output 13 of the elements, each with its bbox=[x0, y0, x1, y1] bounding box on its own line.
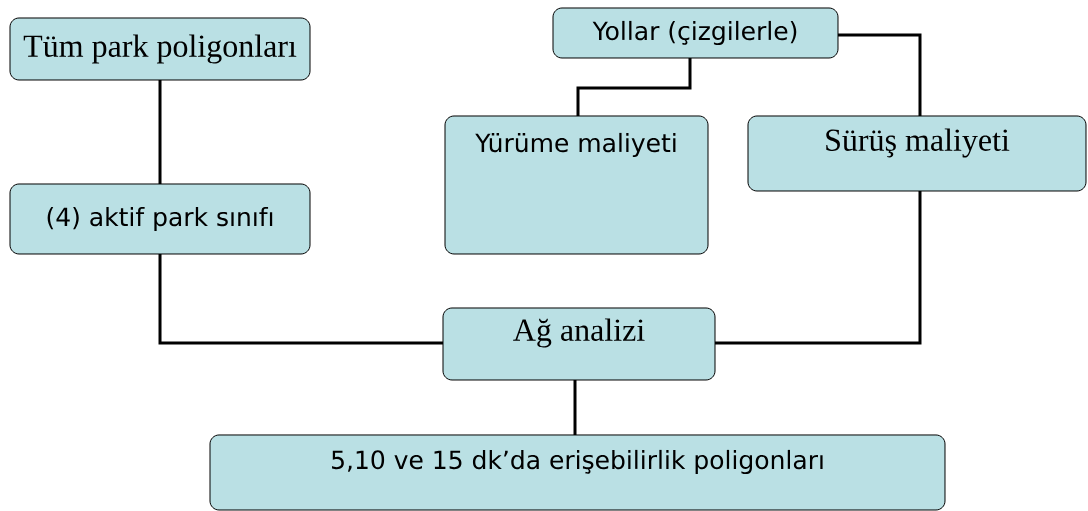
process-box: Tüm park poligonları bbox=[9, 17, 311, 81]
process-box: Yürüme maliyeti bbox=[444, 115, 709, 255]
connector-line bbox=[576, 58, 692, 116]
connector-line bbox=[715, 191, 922, 345]
connector-line bbox=[158, 254, 443, 345]
process-box: Yollar (çizgilerle) bbox=[552, 7, 839, 59]
process-box: Ağ analizi bbox=[442, 307, 716, 381]
process-box: 5,10 ve 15 dk’da erişebilirlik poligonları bbox=[209, 434, 946, 511]
process-box: (4) aktif park sınıfı bbox=[9, 183, 311, 255]
process-box: Sürüş maliyeti bbox=[747, 115, 1087, 192]
connector-line bbox=[158, 80, 162, 184]
connector-line bbox=[573, 380, 577, 435]
connector-line bbox=[838, 33, 922, 116]
